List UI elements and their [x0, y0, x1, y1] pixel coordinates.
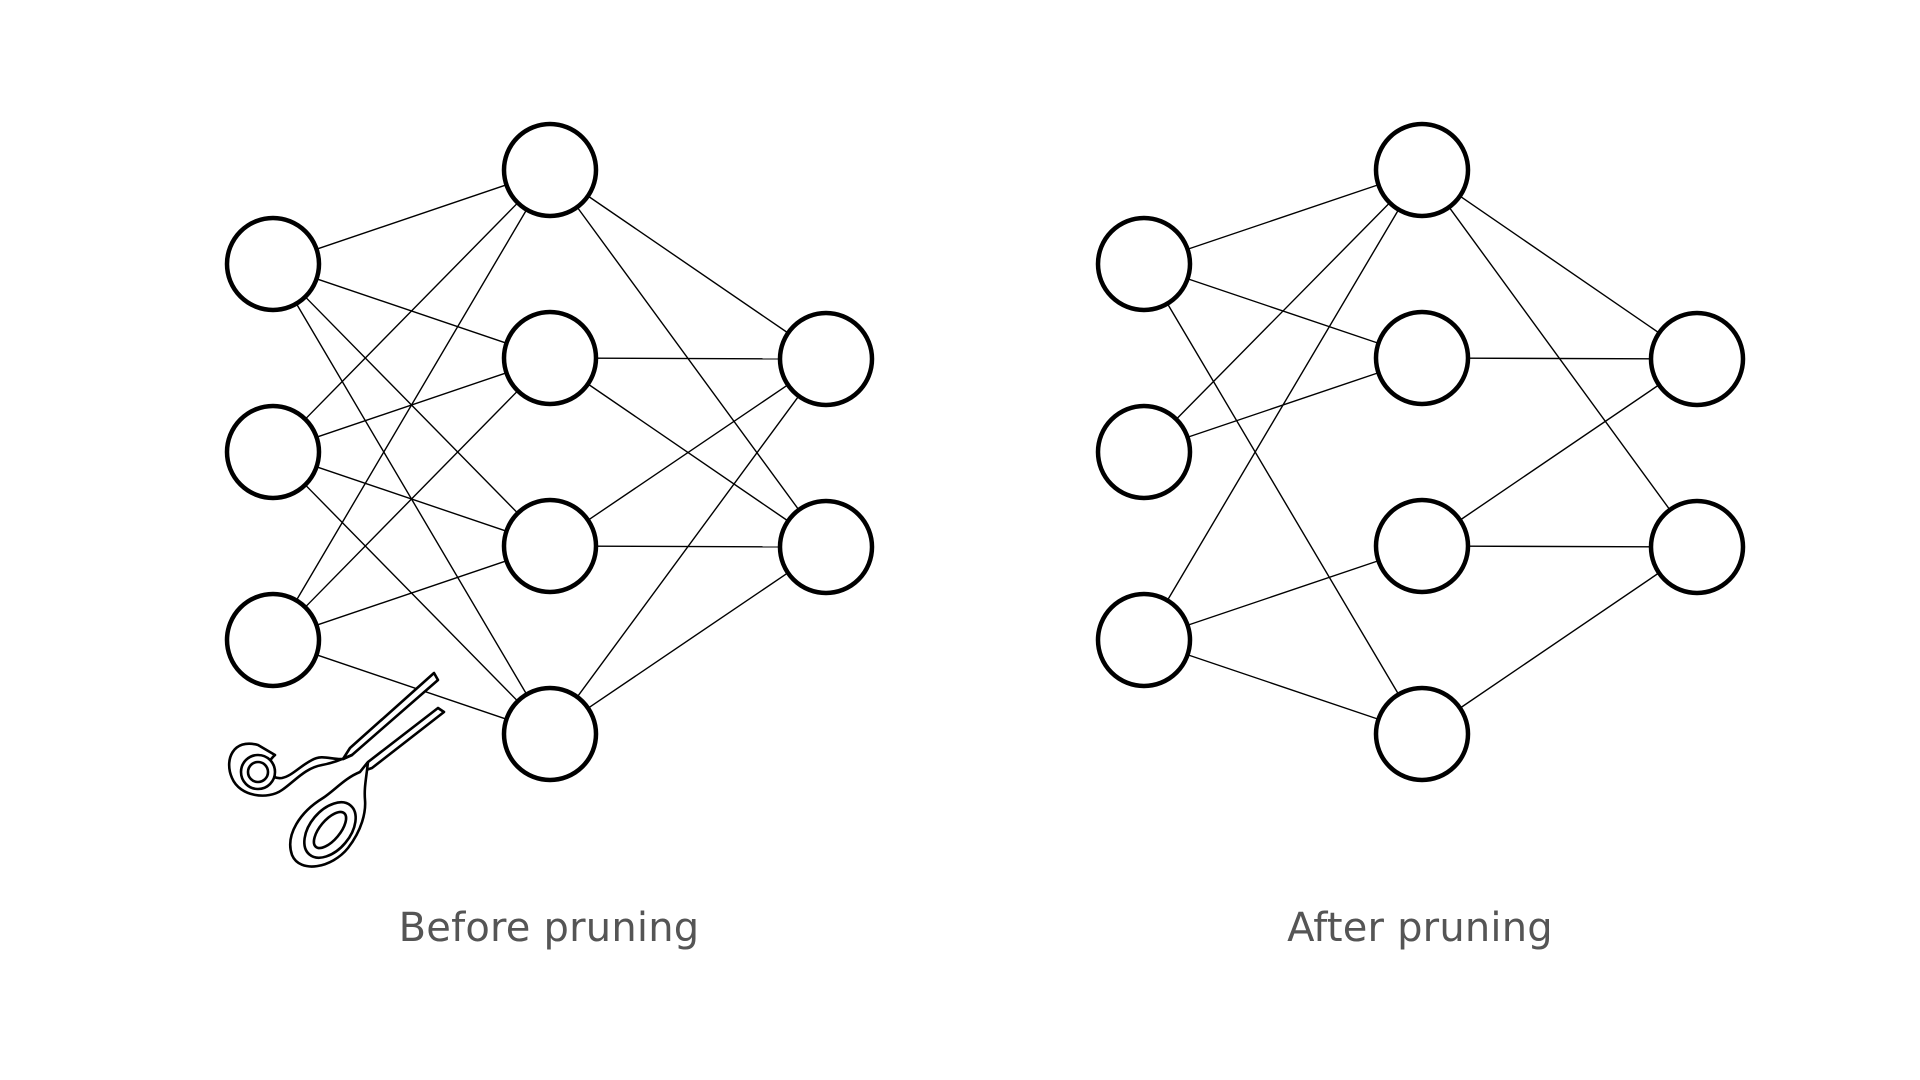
- edges-after: [1166, 184, 1671, 720]
- connection-0-1-to-1-0: [304, 202, 519, 420]
- hidden-neuron-3: [1373, 497, 1471, 595]
- hidden-neuron-3: [501, 497, 599, 595]
- output-neuron-2: [777, 498, 875, 596]
- connection-1-2-to-2-0: [587, 384, 789, 521]
- before-pruning-network: [224, 121, 875, 783]
- input-neuron-1: [224, 215, 322, 313]
- hidden-neuron-2: [1373, 309, 1471, 407]
- input-neuron-2: [1095, 403, 1193, 501]
- input-neuron-3: [224, 591, 322, 689]
- connection-0-0-to-1-0: [1187, 184, 1379, 250]
- connection-1-3-to-2-1: [587, 572, 789, 709]
- caption-before-pruning: Before pruning: [398, 905, 700, 951]
- connection-0-1-to-1-0: [1175, 202, 1391, 420]
- hidden-neuron-4: [501, 685, 599, 783]
- connection-1-1-to-2-0: [595, 357, 781, 360]
- connection-1-3-to-2-1: [1459, 572, 1660, 709]
- connection-0-2-to-1-3: [316, 654, 507, 720]
- hidden-neuron-1: [501, 121, 599, 219]
- connection-0-2-to-1-0: [1166, 209, 1400, 601]
- hidden-neuron-4: [1373, 685, 1471, 783]
- nodes-before: [224, 121, 875, 783]
- connection-0-2-to-1-2: [316, 560, 507, 626]
- after-pruning-network: [1095, 121, 1746, 783]
- connection-1-0-to-2-0: [587, 195, 789, 334]
- connection-1-1-to-2-0: [1467, 357, 1652, 360]
- input-neuron-2: [224, 403, 322, 501]
- caption-after-pruning: After pruning: [1287, 905, 1553, 951]
- connection-0-0-to-1-3: [1166, 303, 1400, 695]
- input-neuron-3: [1095, 591, 1193, 689]
- output-neuron-1: [777, 310, 875, 408]
- connection-1-0-to-2-0: [1459, 195, 1660, 334]
- hidden-neuron-2: [501, 309, 599, 407]
- edges-before: [295, 184, 800, 720]
- connection-1-2-to-2-1: [1467, 545, 1652, 548]
- input-neuron-1: [1095, 215, 1193, 313]
- output-neuron-2: [1648, 498, 1746, 596]
- hidden-neuron-1: [1373, 121, 1471, 219]
- scissors-icon: [227, 671, 446, 868]
- connection-1-3-to-2-0: [576, 395, 800, 698]
- connection-0-2-to-1-0: [295, 209, 528, 601]
- output-neuron-1: [1648, 310, 1746, 408]
- connection-0-2-to-1-3: [1187, 654, 1379, 720]
- connection-0-2-to-1-2: [1187, 560, 1379, 626]
- nodes-after: [1095, 121, 1746, 783]
- connection-0-0-to-1-0: [316, 184, 507, 250]
- connection-0-2-to-1-1: [304, 390, 519, 608]
- connection-1-2-to-2-0: [1459, 384, 1660, 521]
